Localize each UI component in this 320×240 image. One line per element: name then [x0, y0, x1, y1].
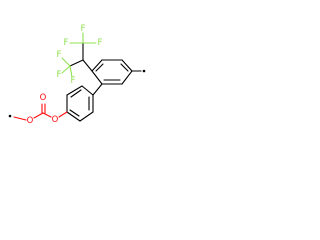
fluorine-atom-label: F: [98, 38, 103, 48]
bond-cf: [69, 65, 73, 78]
bond-co: [33, 112, 44, 119]
radical-dot-right: [142, 69, 146, 73]
bond: [91, 70, 103, 85]
molecule-svg: F F F F F F O O O: [8, 24, 146, 126]
fluorine-atom-label: F: [81, 24, 86, 34]
bond: [121, 70, 133, 85]
oxygen-atom-label: O: [40, 93, 47, 103]
double-bond: [70, 89, 82, 98]
lower-cf3-group: F F F: [57, 50, 76, 86]
bond-to-radical: [13, 116, 27, 121]
bond: [66, 111, 81, 122]
bond: [79, 111, 94, 122]
oxygen-atom-label: O: [52, 115, 59, 125]
carbonate-group: O O O: [13, 93, 68, 126]
upper-benzene-ring: [91, 59, 133, 85]
bond: [91, 59, 103, 72]
bond: [121, 59, 133, 72]
bond: [69, 59, 84, 67]
structure-diagram: F F F F F F O O O: [0, 0, 150, 150]
bond: [81, 85, 94, 96]
fluorine-atom-label: F: [64, 38, 69, 48]
radical-dot-left: [8, 114, 12, 118]
bond: [92, 83, 103, 96]
bond-cf: [61, 57, 71, 67]
bond: [82, 59, 93, 72]
oxygen-atom-label: O: [27, 116, 34, 126]
lower-benzene-ring: [66, 85, 94, 122]
double-bond: [120, 63, 129, 72]
bond-co: [42, 112, 52, 118]
fluorine-atom-label: F: [57, 50, 62, 60]
fluorine-atom-label: F: [57, 70, 62, 80]
upper-cf3-group: F F F: [64, 24, 103, 48]
double-bond: [69, 109, 80, 117]
bond-cf: [61, 65, 71, 74]
fluorine-atom-label: F: [71, 76, 76, 86]
bond-co: [58, 111, 68, 118]
bond: [66, 85, 83, 96]
double-bond: [95, 63, 104, 72]
